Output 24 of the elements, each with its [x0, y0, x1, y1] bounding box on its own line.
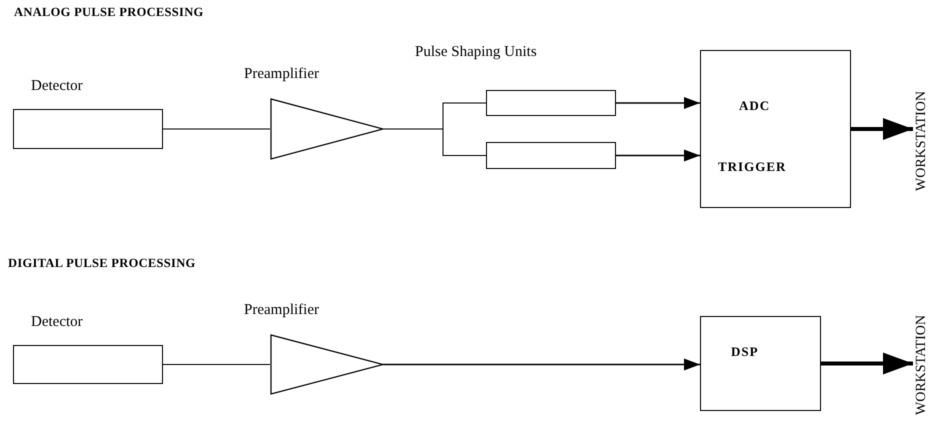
section-heading: ANALOG PULSE PROCESSING	[14, 5, 204, 20]
shaping-unit-box	[486, 90, 616, 116]
connector-line	[162, 128, 270, 130]
arrow	[616, 150, 700, 162]
arrow	[821, 352, 913, 374]
workstation-label: WORKSTATION	[914, 315, 930, 415]
adc-label: ADC	[739, 97, 770, 114]
arrow	[851, 118, 913, 140]
shaping-unit-box	[486, 142, 616, 169]
detector-label: Detector	[31, 78, 83, 95]
arrow	[616, 97, 700, 109]
connector-line	[162, 364, 270, 365]
arrow	[383, 358, 700, 370]
workstation-label: WORKSTATION	[914, 91, 930, 191]
group-label: Pulse Shaping Units	[415, 44, 537, 61]
preamplifier-label: Preamplifier	[244, 66, 319, 83]
connector-line	[382, 128, 486, 156]
dsp-label: DSP	[731, 343, 759, 360]
section-heading: DIGITAL PULSE PROCESSING	[8, 256, 196, 271]
detector-label: Detector	[31, 314, 83, 331]
block-box	[700, 50, 851, 208]
preamplifier-label: Preamplifier	[244, 302, 319, 319]
trigger-label: TRIGGER	[718, 158, 786, 175]
block-box	[700, 316, 821, 411]
